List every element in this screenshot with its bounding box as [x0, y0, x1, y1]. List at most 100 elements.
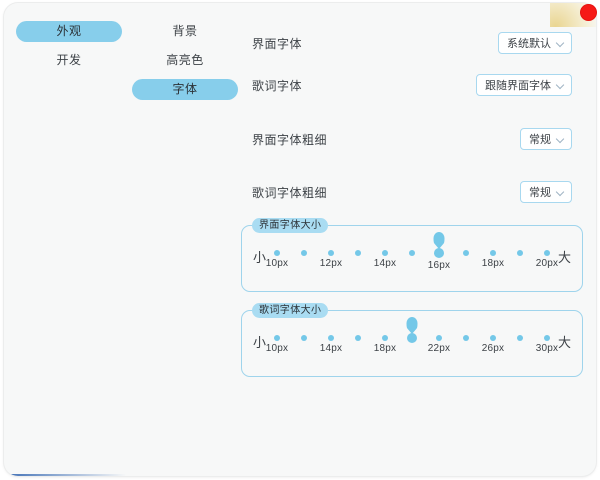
- slider-tick-label: 14px: [373, 258, 397, 269]
- setting-row-lyric-font: 歌词字体 跟随界面字体: [252, 74, 572, 96]
- lyric-font-size-max-label: 大: [557, 335, 571, 350]
- slider-tick[interactable]: 10px: [257, 248, 297, 269]
- ui-font-weight-dropdown[interactable]: 常规: [520, 128, 572, 150]
- setting-row-lyric-font-weight: 歌词字体粗细 常规: [252, 181, 572, 203]
- lyric-font-dropdown[interactable]: 跟随界面字体: [476, 74, 572, 96]
- lyric-font-size-min-label: 小: [253, 335, 267, 350]
- slider-tick-label: 10px: [265, 343, 289, 354]
- slider-tick-dot: [434, 248, 444, 258]
- slider-tick[interactable]: [392, 317, 432, 345]
- slider-tick-dot: [382, 250, 388, 256]
- slider-tick-label: 16px: [427, 260, 451, 271]
- ui-font-dropdown-value: 系统默认: [507, 38, 551, 50]
- ui-font-size-legend: 界面字体大小: [252, 218, 329, 233]
- chevron-down-icon: [556, 39, 565, 48]
- ui-font-size-max-label: 大: [557, 250, 571, 265]
- slider-tick-label: 20px: [535, 258, 559, 269]
- slider-tick[interactable]: 22px: [419, 333, 459, 354]
- slider-tick[interactable]: 14px: [365, 248, 405, 269]
- ui-font-size-panel: 界面字体大小 小 大 10px 12px 14px 16px 18px 20px: [241, 218, 583, 292]
- slider-tick-dot: [301, 250, 307, 256]
- nav-item-appearance[interactable]: 外观: [16, 21, 122, 42]
- chevron-down-icon: [556, 135, 565, 144]
- setting-row-ui-font: 界面字体 系统默认: [252, 32, 572, 54]
- settings-window: 外观 开发 背景 高亮色 字体 界面字体 系统默认 歌词字体 跟随界面字体 界面…: [4, 3, 596, 476]
- slider-tick-dot: [544, 335, 550, 341]
- nav-item-background[interactable]: 背景: [172, 24, 198, 38]
- lyric-font-size-panel: 歌词字体大小 小 大 10px 14px 18px 22px 26px 30px: [241, 303, 583, 377]
- slider-tick-dot: [382, 335, 388, 341]
- lyric-font-weight-dropdown[interactable]: 常规: [520, 181, 572, 203]
- slider-tick[interactable]: [392, 248, 432, 258]
- slider-tick[interactable]: [446, 333, 486, 343]
- slider-tick-dot: [328, 335, 334, 341]
- primary-nav: 外观 开发: [16, 21, 122, 79]
- slider-tick-label: 22px: [427, 343, 451, 354]
- slider-tick[interactable]: [446, 248, 486, 258]
- lyric-font-weight-dropdown-value: 常规: [529, 187, 551, 199]
- lyric-font-label: 歌词字体: [252, 78, 303, 93]
- slider-tick-dot: [517, 335, 523, 341]
- slider-tick[interactable]: 16px: [419, 232, 459, 271]
- slider-tick[interactable]: 18px: [365, 333, 405, 354]
- secondary-nav: 背景 高亮色 字体: [132, 21, 238, 108]
- lyric-font-weight-label: 歌词字体粗细: [252, 185, 328, 200]
- slider-tick[interactable]: 10px: [257, 333, 297, 354]
- slider-tick-dot: [490, 250, 496, 256]
- slider-tick[interactable]: 18px: [473, 248, 513, 269]
- slider-tick[interactable]: [338, 248, 378, 258]
- slider-tick[interactable]: 30px: [527, 333, 567, 354]
- slider-tick[interactable]: 12px: [311, 248, 351, 269]
- window-bottom-edge: [4, 474, 126, 476]
- slider-tick[interactable]: 26px: [473, 333, 513, 354]
- slider-tick[interactable]: [284, 248, 324, 258]
- chevron-down-icon: [556, 188, 565, 197]
- slider-tick-dot: [517, 250, 523, 256]
- slider-tick-label: 10px: [265, 258, 289, 269]
- close-button[interactable]: [580, 4, 597, 21]
- slider-tick-dot: [463, 250, 469, 256]
- slider-tick[interactable]: [338, 333, 378, 343]
- slider-tick-dot: [355, 250, 361, 256]
- ui-font-dropdown[interactable]: 系统默认: [498, 32, 572, 54]
- slider-tick[interactable]: 20px: [527, 248, 567, 269]
- slider-tick-dot: [436, 335, 442, 341]
- nav-item-development[interactable]: 开发: [56, 53, 82, 67]
- slider-tick-label: 18px: [373, 343, 397, 354]
- slider-tick-dot: [355, 335, 361, 341]
- ui-font-size-slider[interactable]: 小 大 10px 12px 14px 16px 18px 20px: [242, 226, 582, 291]
- slider-tick-label: 12px: [319, 258, 343, 269]
- lyric-font-size-tick-track[interactable]: 10px 14px 18px 22px 26px 30px: [266, 317, 558, 367]
- nav-item-highlight-color[interactable]: 高亮色: [166, 53, 204, 67]
- ui-font-size-min-label: 小: [253, 250, 267, 265]
- setting-row-ui-font-weight: 界面字体粗细 常规: [252, 128, 572, 150]
- slider-tick-dot: [274, 335, 280, 341]
- slider-tick[interactable]: 14px: [311, 333, 351, 354]
- nav-item-font[interactable]: 字体: [132, 79, 238, 100]
- slider-tick-dot: [328, 250, 334, 256]
- ui-font-label: 界面字体: [252, 36, 303, 51]
- slider-tick-dot: [544, 250, 550, 256]
- lyric-font-size-legend: 歌词字体大小: [252, 303, 329, 318]
- slider-tick-label: 30px: [535, 343, 559, 354]
- slider-tick-label: 14px: [319, 343, 343, 354]
- slider-tick-dot: [407, 333, 417, 343]
- slider-tick[interactable]: [500, 333, 540, 343]
- slider-tick-label: 26px: [481, 343, 505, 354]
- ui-font-weight-dropdown-value: 常规: [529, 134, 551, 146]
- slider-thumb[interactable]: [406, 317, 418, 334]
- lyric-font-size-slider[interactable]: 小 大 10px 14px 18px 22px 26px 30px: [242, 311, 582, 376]
- slider-tick-dot: [409, 250, 415, 256]
- slider-tick[interactable]: [500, 248, 540, 258]
- slider-tick-dot: [463, 335, 469, 341]
- lyric-font-dropdown-value: 跟随界面字体: [485, 80, 551, 92]
- slider-tick-dot: [301, 335, 307, 341]
- slider-tick-dot: [490, 335, 496, 341]
- chevron-down-icon: [556, 81, 565, 90]
- ui-font-weight-label: 界面字体粗细: [252, 132, 328, 147]
- slider-tick-dot: [274, 250, 280, 256]
- slider-thumb[interactable]: [433, 232, 445, 249]
- ui-font-size-tick-track[interactable]: 10px 12px 14px 16px 18px 20px: [266, 232, 558, 282]
- slider-tick-label: 18px: [481, 258, 505, 269]
- slider-tick[interactable]: [284, 333, 324, 343]
